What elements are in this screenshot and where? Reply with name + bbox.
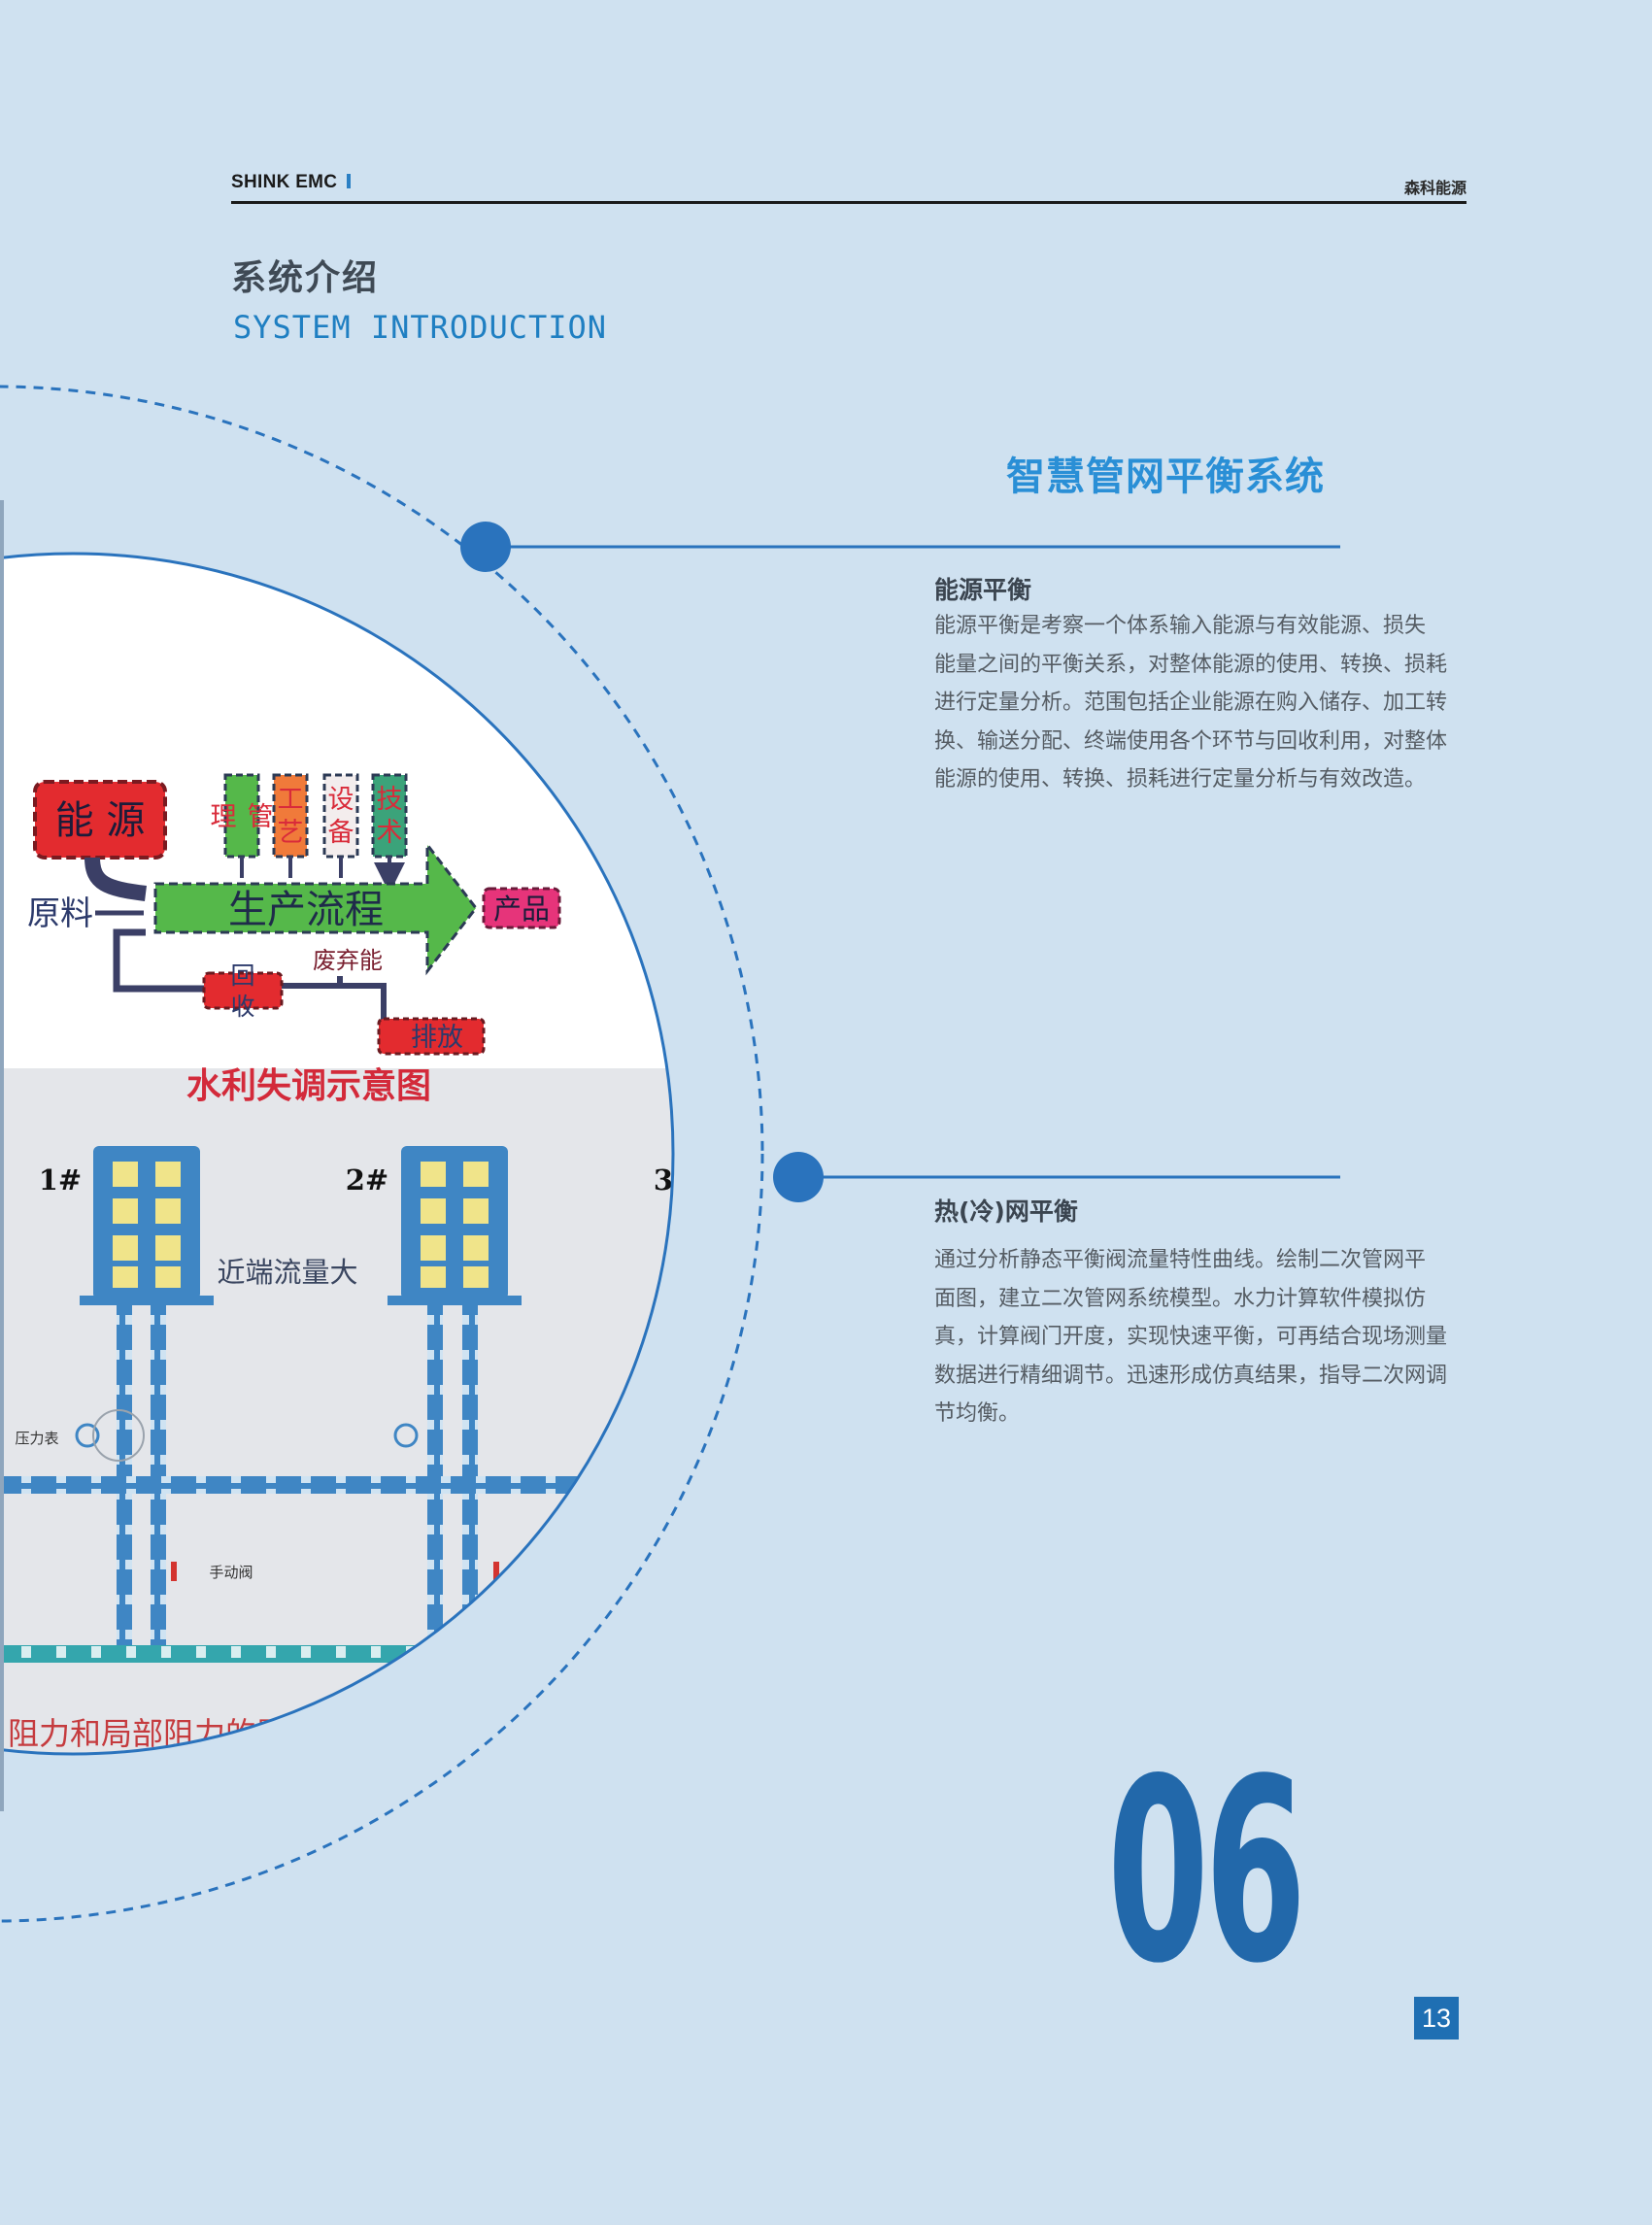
recycle-label-b: 收 xyxy=(230,993,254,1021)
input-label-0a: 理 xyxy=(211,802,237,832)
hydraulic-title: 水利失调示意图 xyxy=(186,1066,431,1106)
block-2-heading: 热(冷)网平衡 xyxy=(934,1197,1078,1226)
block-2-line-5: 节均衡。 xyxy=(934,1401,1021,1426)
block-1-line-2: 能量之间的平衡关系，对整体能源的使用、转换、损耗 xyxy=(934,652,1448,677)
photo-circle-border xyxy=(0,552,675,1756)
block-1-body: 能源平衡是考察一个体系输入能源与有效能源、损失 能量之间的平衡关系，对整体能源的… xyxy=(934,607,1467,799)
chapter-number: 06 xyxy=(1107,1726,1306,2019)
page-number: 13 xyxy=(1414,1997,1459,2040)
diagram-photo: 能 源 理 管 工 艺 设 备 技 术 生产流程 原料 产品 回 xyxy=(0,554,673,1795)
building-3-label: 3 xyxy=(654,1163,673,1197)
connector-dot-1 xyxy=(460,522,511,572)
connector-dot-2 xyxy=(773,1152,824,1202)
input-label-0b: 管 xyxy=(248,802,274,832)
block-2-line-2: 面图，建立二次管网系统模型。水力计算软件模拟仿 xyxy=(934,1286,1427,1311)
building-1 xyxy=(80,1146,214,1305)
pressure-gauge-label: 压力表 xyxy=(15,1430,58,1447)
raw-material-label: 原料 xyxy=(27,894,93,933)
photo-left-edge xyxy=(0,500,4,1811)
system-title: 智慧管网平衡系统 xyxy=(1006,455,1325,499)
input-label-3a: 技 xyxy=(377,785,403,815)
near-flow-label: 近端流量大 xyxy=(217,1256,357,1289)
building-2-label: 2# xyxy=(346,1163,388,1197)
input-label-2a: 设 xyxy=(328,785,354,815)
section-title-en: SYSTEM INTRODUCTION xyxy=(233,309,608,346)
manual-valve-label: 手动阀 xyxy=(209,1564,253,1581)
input-label-1a: 工 xyxy=(278,785,304,815)
block-1-line-1: 能源平衡是考察一个体系输入能源与有效能源、损失 xyxy=(934,614,1427,638)
header-company: 森科能源 xyxy=(1403,179,1467,197)
process-label: 生产流程 xyxy=(228,888,384,932)
block-1-line-3: 进行定量分析。范围包括企业能源在购入储存、加工转 xyxy=(934,691,1448,715)
header-brand: SHINK EMC xyxy=(231,172,352,193)
section-title-cn: 系统介绍 xyxy=(231,258,380,298)
building-2 xyxy=(388,1146,522,1305)
block-2-line-1: 通过分析静态平衡阀流量特性曲线。绘制二次管网平 xyxy=(934,1248,1427,1272)
block-1-line-5: 能源的使用、转换、损耗进行定量分析与有效改造。 xyxy=(934,767,1427,792)
block-2-body: 通过分析静态平衡阀流量特性曲线。绘制二次管网平 面图，建立二次管网系统模型。水力… xyxy=(934,1241,1467,1433)
input-label-2b: 备 xyxy=(328,818,354,848)
energy-label: 能 源 xyxy=(55,798,146,843)
waste-energy-label: 废弃能 xyxy=(313,947,383,974)
block-1-heading: 能源平衡 xyxy=(934,576,1032,604)
bottom-caption-1: 阻力和局部阻力的影 xyxy=(8,1715,287,1752)
recycle-label-a: 回 xyxy=(230,961,254,990)
header-accent-bar xyxy=(347,174,352,188)
block-2-line-3: 真，计算阀门开度，实现快速平衡，可再结合现场测量 xyxy=(934,1325,1448,1349)
bottom-caption-2: 设计的多么好 xyxy=(8,1758,194,1795)
block-1-line-4: 换、输送分配、终端使用各个环节与回收利用，对整体 xyxy=(934,728,1448,754)
block-2-line-4: 数据进行精细调节。迅速形成仿真结果，指导二次网调 xyxy=(934,1363,1448,1388)
header-rule xyxy=(231,201,1467,204)
input-label-3b: 术 xyxy=(377,818,403,848)
input-label-1b: 艺 xyxy=(278,818,304,848)
discharge-label: 排放 xyxy=(411,1023,463,1053)
product-label: 产品 xyxy=(493,893,550,926)
outer-dashed-ring xyxy=(0,385,764,1923)
building-1-label: 1# xyxy=(39,1163,82,1197)
